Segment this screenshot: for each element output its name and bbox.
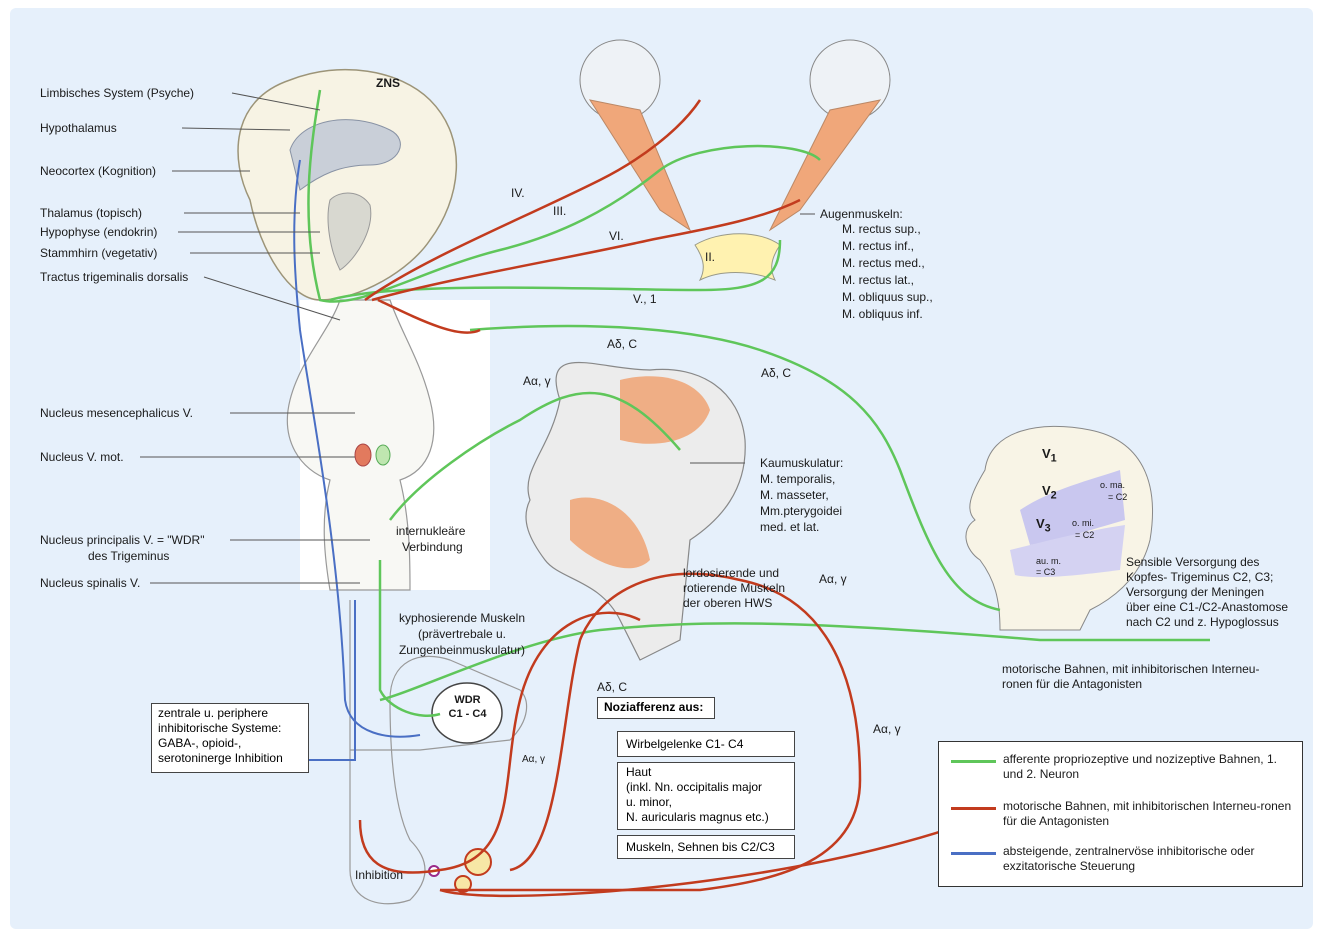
inhib-line-1: zentrale u. periphere xyxy=(158,706,302,721)
aalpha-gamma-label-4: Aα, γ xyxy=(522,752,545,767)
aalpha-gamma-label-3: Aα, γ xyxy=(873,722,901,737)
nucleus-motor-label: Nucleus V. mot. xyxy=(40,450,124,465)
adelta-c-label-2: Aδ, C xyxy=(761,366,791,381)
inhib-line-3: GABA-, opioid-, xyxy=(158,736,302,751)
inhib-line-4: serotoninerge Inhibition xyxy=(158,751,302,766)
kyph-line-1: kyphosierende Muskeln xyxy=(392,611,532,626)
blue-path-2 xyxy=(308,600,355,760)
nozi-haut-box: Haut (inkl. Nn. occipitalis major u. min… xyxy=(617,762,795,830)
v1-label: V1 xyxy=(1042,446,1057,467)
left-eye-muscles xyxy=(590,100,690,230)
kyph-line-3: Zungenbeinmuskulatur) xyxy=(392,643,532,658)
thalamus-label: Thalamus (topisch) xyxy=(40,206,142,221)
kau-line-1: M. temporalis, xyxy=(760,472,835,487)
limbic-label: Limbisches System (Psyche) xyxy=(40,86,194,101)
aalpha-gamma-label-2: Aα, γ xyxy=(819,572,847,587)
nucleus-motor xyxy=(355,444,371,466)
v3-label: V3 xyxy=(1036,516,1051,537)
nerve-iii-label: III. xyxy=(553,204,566,219)
motor-note-1: motorische Bahnen, mit inhibitorischen I… xyxy=(1002,662,1259,677)
nozi-wirbel-box: Wirbelgelenke C1- C4 xyxy=(617,731,795,757)
nozi-haut-3: u. minor, xyxy=(626,795,786,810)
nerve-ii-label: II. xyxy=(705,250,715,265)
adelta-c-label-1: Aδ, C xyxy=(607,337,637,352)
neocortex-label: Neocortex (Kognition) xyxy=(40,164,156,179)
eye-muscle-6: M. obliquus inf. xyxy=(842,307,923,322)
inhib-line-2: inhibitorische Systeme: xyxy=(158,721,302,736)
inhibition-systems-box: zentrale u. periphere inhibitorische Sys… xyxy=(151,703,309,773)
nozi-title-box: Noziafferenz aus: xyxy=(597,697,715,719)
head-caption-2: Kopfes- Trigeminus C2, C3; xyxy=(1126,570,1273,585)
legend-swatch-green xyxy=(951,760,996,763)
eye-muscles-title: Augenmuskeln: xyxy=(820,207,903,222)
motor-note-2: ronen für die Antagonisten xyxy=(1002,677,1142,692)
kau-line-4: med. et lat. xyxy=(760,520,819,535)
nozi-haut-4: N. auricularis magnus etc.) xyxy=(626,810,786,825)
internuclear-label-1: internukleäre xyxy=(396,524,465,539)
internuclear-label-2: Verbindung xyxy=(402,540,463,555)
stammhirn-label: Stammhirn (vegetativ) xyxy=(40,246,157,261)
nerve-v1-label: V., 1 xyxy=(633,292,657,307)
legend-swatch-red xyxy=(951,807,996,810)
kyph-line-2: (prävertrebale u. xyxy=(392,627,532,642)
zns-label: ZNS xyxy=(376,76,400,91)
au-m-label: au. m. xyxy=(1036,556,1061,566)
inhibition-label: Inhibition xyxy=(355,868,403,883)
legend-text-motor: motorische Bahnen, mit inhibitorischen I… xyxy=(1003,799,1293,829)
eye-muscle-4: M. rectus lat., xyxy=(842,273,914,288)
kau-title: Kaumuskulatur: xyxy=(760,456,843,471)
aalpha-gamma-label-1: Aα, γ xyxy=(523,374,551,389)
v2-label: V2 xyxy=(1042,483,1057,504)
o-ma-c-label: = C2 xyxy=(1108,492,1127,502)
legend-text-afferent: afferente propriozeptive und nozizeptive… xyxy=(1003,752,1293,782)
hws-line-2: rotierende Muskeln xyxy=(683,581,785,596)
nucleus-spinalis-label: Nucleus spinalis V. xyxy=(40,576,140,591)
head-caption-3: Versorgung der Meningen xyxy=(1126,585,1264,600)
wdr-title: WDR xyxy=(440,693,495,708)
o-mi-label: o. mi. xyxy=(1072,518,1094,528)
tractus-label: Tractus trigeminalis dorsalis xyxy=(40,270,188,285)
legend-text-descending: absteigende, zentralnervöse inhibitorisc… xyxy=(1003,844,1293,874)
eye-muscle-2: M. rectus inf., xyxy=(842,239,914,254)
o-mi-c-label: = C2 xyxy=(1075,530,1094,540)
o-ma-label: o. ma. xyxy=(1100,480,1125,490)
eye-muscle-1: M. rectus sup., xyxy=(842,222,921,237)
nerve-iv-label: IV. xyxy=(511,186,525,201)
au-m-c-label: = C3 xyxy=(1036,567,1055,577)
nucleus-mesencephalicus-label: Nucleus mesencephalicus V. xyxy=(40,406,193,421)
nozi-muskeln-box: Muskeln, Sehnen bis C2/C3 xyxy=(617,835,795,859)
nucleus-principalis-label-2: des Trigeminus xyxy=(88,549,169,564)
hypophyse-label: Hypophyse (endokrin) xyxy=(40,225,157,240)
head-caption-5: nach C2 und z. Hypoglossus xyxy=(1126,615,1279,630)
nozi-haut-1: Haut xyxy=(626,765,786,780)
head-caption-4: über eine C1-/C2-Anastomose xyxy=(1126,600,1288,615)
nozi-haut-2: (inkl. Nn. occipitalis major xyxy=(626,780,786,795)
head-caption-1: Sensible Versorgung des xyxy=(1126,555,1259,570)
hypothalamus-label: Hypothalamus xyxy=(40,121,117,136)
nerve-vi-label: VI. xyxy=(609,229,624,244)
adelta-c-label-3: Aδ, C xyxy=(597,680,627,695)
eye-muscle-3: M. rectus med., xyxy=(842,256,925,271)
kau-line-2: M. masseter, xyxy=(760,488,829,503)
nucleus-principalis-label: Nucleus principalis V. = "WDR" xyxy=(40,533,204,548)
eye-muscle-5: M. obliquus sup., xyxy=(842,290,933,305)
hws-line-3: der oberen HWS xyxy=(683,596,772,611)
hws-line-1: lordosierende und xyxy=(683,566,779,581)
legend: afferente propriozeptive und nozizeptive… xyxy=(938,741,1303,887)
legend-swatch-blue xyxy=(951,852,996,855)
nucleus-principal xyxy=(376,445,390,465)
kau-line-3: Mm.pterygoidei xyxy=(760,504,842,519)
wdr-sub: C1 - C4 xyxy=(440,707,495,722)
